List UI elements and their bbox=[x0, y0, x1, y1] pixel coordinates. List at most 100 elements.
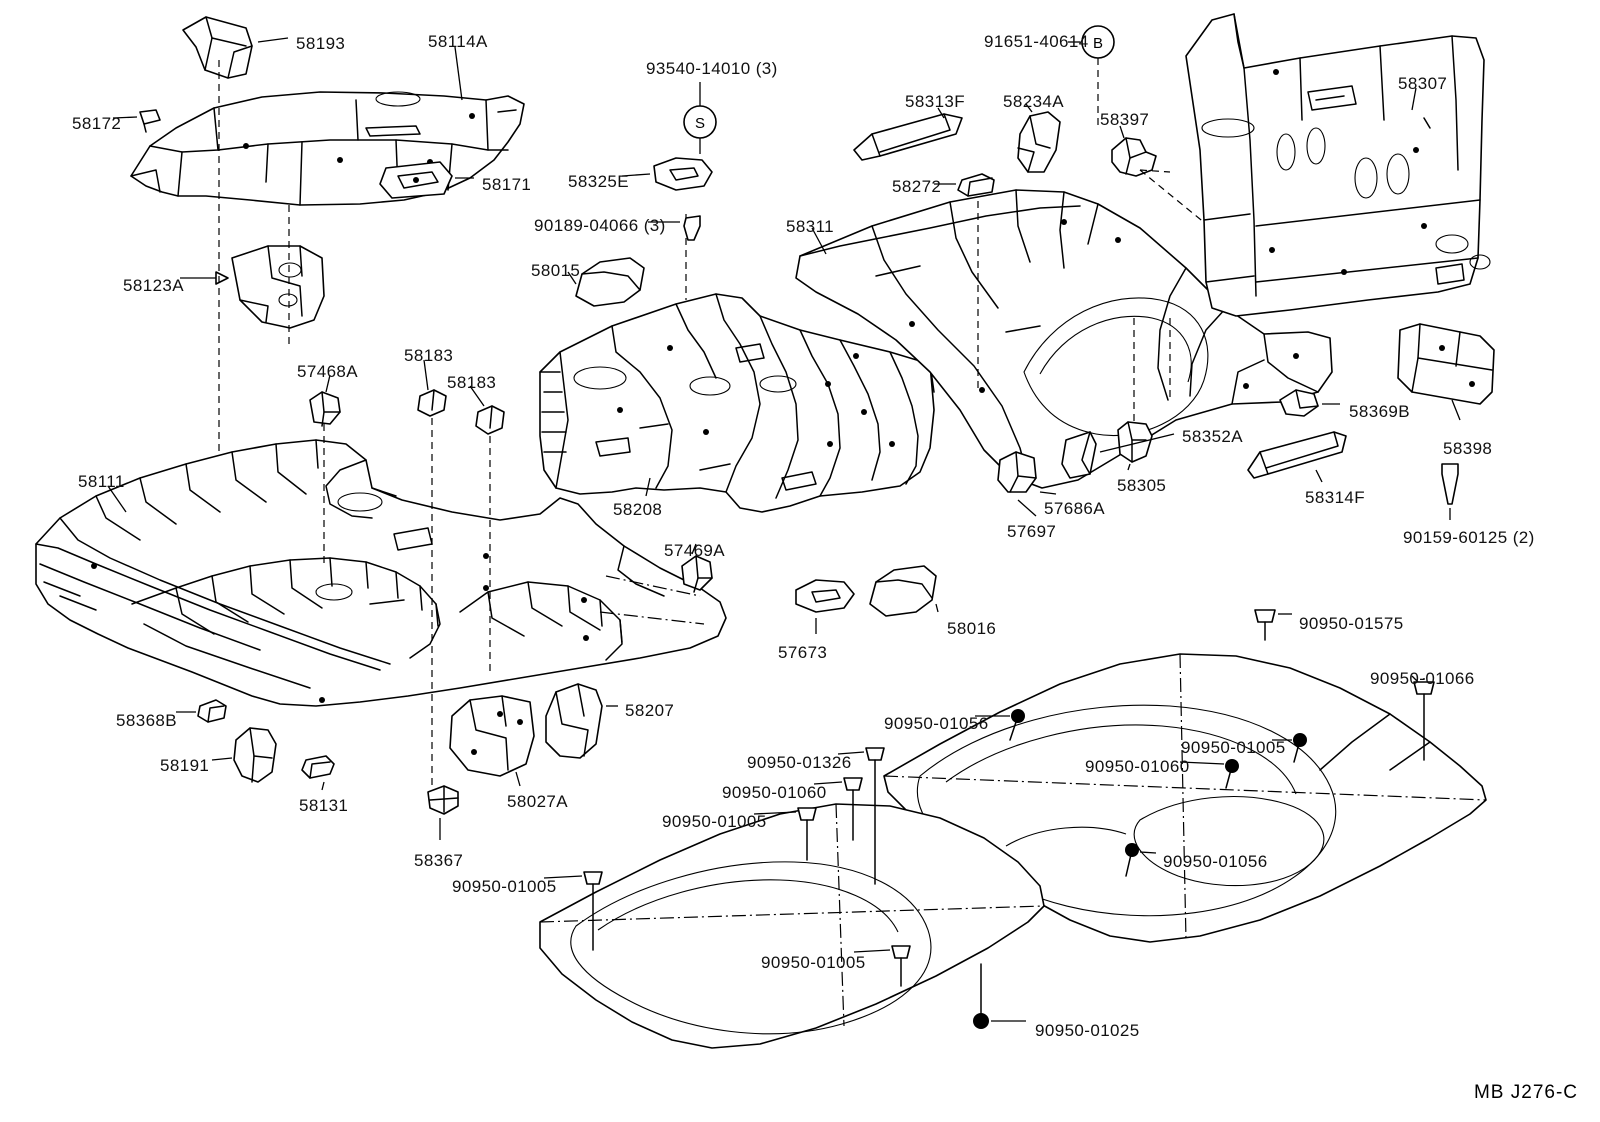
part-57468A bbox=[310, 392, 340, 426]
part-58352A bbox=[1062, 432, 1096, 478]
part-58171 bbox=[380, 162, 452, 198]
part-label-58207: 58207 bbox=[625, 701, 675, 720]
part-label-90950-01056-a: 90950-01056 bbox=[884, 714, 989, 733]
part-58272 bbox=[958, 174, 994, 196]
clip-90950-01005-c bbox=[584, 872, 602, 950]
part-58325E bbox=[654, 158, 712, 190]
part-label-58368B: 58368B bbox=[116, 711, 178, 730]
part-label-58015: 58015 bbox=[531, 261, 581, 280]
part-label-90950-01005-c: 90950-01005 bbox=[452, 877, 557, 896]
part-58114A bbox=[131, 92, 524, 205]
part-58367 bbox=[428, 786, 458, 814]
part-57673 bbox=[796, 580, 854, 612]
part-label-90950-01005-d: 90950-01005 bbox=[761, 953, 866, 972]
part-label-90950-01060-b: 90950-01060 bbox=[722, 783, 827, 802]
clip-90950-01005-a bbox=[1293, 733, 1307, 762]
part-label-57673: 57673 bbox=[778, 643, 828, 662]
part-58207 bbox=[546, 684, 602, 758]
sheet-code: MB J276-C bbox=[1473, 1082, 1578, 1103]
part-label-58313F: 58313F bbox=[905, 92, 966, 111]
clip-90950-01005-d bbox=[892, 946, 910, 986]
part-label-58172: 58172 bbox=[72, 114, 122, 133]
part-label-90950-01066: 90950-01066 bbox=[1370, 669, 1475, 688]
part-58397 bbox=[1112, 138, 1156, 176]
part-label-58325E: 58325E bbox=[568, 172, 630, 191]
part-58369B bbox=[1280, 390, 1318, 416]
part-58183-b bbox=[476, 406, 504, 434]
part-label-90950-01575: 90950-01575 bbox=[1299, 614, 1404, 633]
part-58305 bbox=[1118, 422, 1152, 462]
part-58131 bbox=[302, 756, 334, 778]
part-58398 bbox=[1398, 324, 1494, 404]
clip-90950-01005-b bbox=[798, 808, 816, 860]
part-label-58027A: 58027A bbox=[507, 792, 569, 811]
part-58307 bbox=[1186, 14, 1490, 316]
part-label-58311: 58311 bbox=[786, 217, 835, 236]
part-label-58234A: 58234A bbox=[1003, 92, 1065, 111]
clip-90950-01575 bbox=[1255, 610, 1275, 640]
part-label-58191: 58191 bbox=[160, 756, 210, 775]
clip-90950-01066 bbox=[1414, 682, 1434, 760]
part-label-58131: 58131 bbox=[299, 796, 349, 815]
part-label-58183-a: 58183 bbox=[404, 346, 454, 365]
part-58311 bbox=[796, 190, 1332, 488]
part-label-90950-01056-b: 90950-01056 bbox=[1163, 852, 1268, 871]
part-label-58397: 58397 bbox=[1100, 110, 1150, 129]
part-label-58193: 58193 bbox=[296, 34, 346, 53]
part-carpet-front bbox=[540, 804, 1044, 1048]
part-58368B bbox=[198, 700, 226, 722]
part-label-58208: 58208 bbox=[613, 500, 663, 519]
part-58313F bbox=[854, 114, 962, 160]
part-58193 bbox=[183, 17, 252, 78]
clip-90950-01060-a bbox=[1225, 759, 1239, 788]
ring-s-text: S bbox=[695, 115, 705, 132]
part-label-58272: 58272 bbox=[892, 177, 942, 196]
part-57686A bbox=[998, 452, 1036, 492]
part-label-90950-01025: 90950-01025 bbox=[1035, 1021, 1140, 1040]
clip-90950-01326 bbox=[866, 748, 884, 884]
part-58027A bbox=[450, 696, 534, 776]
part-label-57686A: 57686A bbox=[1044, 499, 1106, 518]
part-label-58305: 58305 bbox=[1117, 476, 1167, 495]
part-label-58171: 58171 bbox=[482, 175, 532, 194]
part-label-58016: 58016 bbox=[947, 619, 997, 638]
clip-90950-01025 bbox=[973, 964, 989, 1029]
clip-90950-01056-b bbox=[1125, 843, 1139, 876]
part-label-58398: 58398 bbox=[1443, 439, 1493, 458]
part-label-90950-01060-a: 90950-01060 bbox=[1085, 757, 1190, 776]
part-58314F bbox=[1248, 432, 1346, 478]
part-58183-a bbox=[418, 390, 446, 416]
part-90159-60125 bbox=[1442, 464, 1458, 504]
part-label-58183-b: 58183 bbox=[447, 373, 497, 392]
part-58234A bbox=[1018, 112, 1060, 172]
part-90189-04066 bbox=[684, 216, 700, 240]
part-label-93540-14010: 93540-14010 (3) bbox=[646, 59, 778, 78]
part-label-58369B: 58369B bbox=[1349, 402, 1411, 421]
part-58016 bbox=[870, 566, 936, 616]
ring-b-text: B bbox=[1093, 35, 1103, 52]
part-label-91651-40614: 91651-40614 bbox=[984, 32, 1089, 51]
part-58123A bbox=[232, 246, 324, 328]
part-57469A bbox=[682, 556, 712, 592]
part-label-58352A: 58352A bbox=[1182, 427, 1244, 446]
part-label-90189-04066: 90189-04066 (3) bbox=[534, 216, 666, 235]
part-label-58114A: 58114A bbox=[428, 32, 488, 51]
part-58172 bbox=[140, 110, 160, 132]
part-label-58307: 58307 bbox=[1398, 74, 1448, 93]
part-label-58367: 58367 bbox=[414, 851, 464, 870]
part-58015 bbox=[576, 258, 644, 306]
part-label-58314F: 58314F bbox=[1305, 488, 1366, 507]
part-label-57469A: 57469A bbox=[664, 541, 726, 560]
clip-90950-01060-b bbox=[844, 778, 862, 840]
part-label-90159-60125: 90159-60125 (2) bbox=[1403, 528, 1535, 547]
part-label-57468A: 57468A bbox=[297, 362, 359, 381]
part-58191 bbox=[234, 728, 276, 782]
part-58208 bbox=[540, 294, 934, 512]
part-label-58123A: 58123A bbox=[123, 276, 185, 295]
part-label-90950-01326: 90950-01326 bbox=[747, 753, 852, 772]
clip-90950-01056-a bbox=[1010, 709, 1025, 740]
part-label-58111: 58111 bbox=[78, 472, 125, 491]
part-label-90950-01005-b: 90950-01005 bbox=[662, 812, 767, 831]
